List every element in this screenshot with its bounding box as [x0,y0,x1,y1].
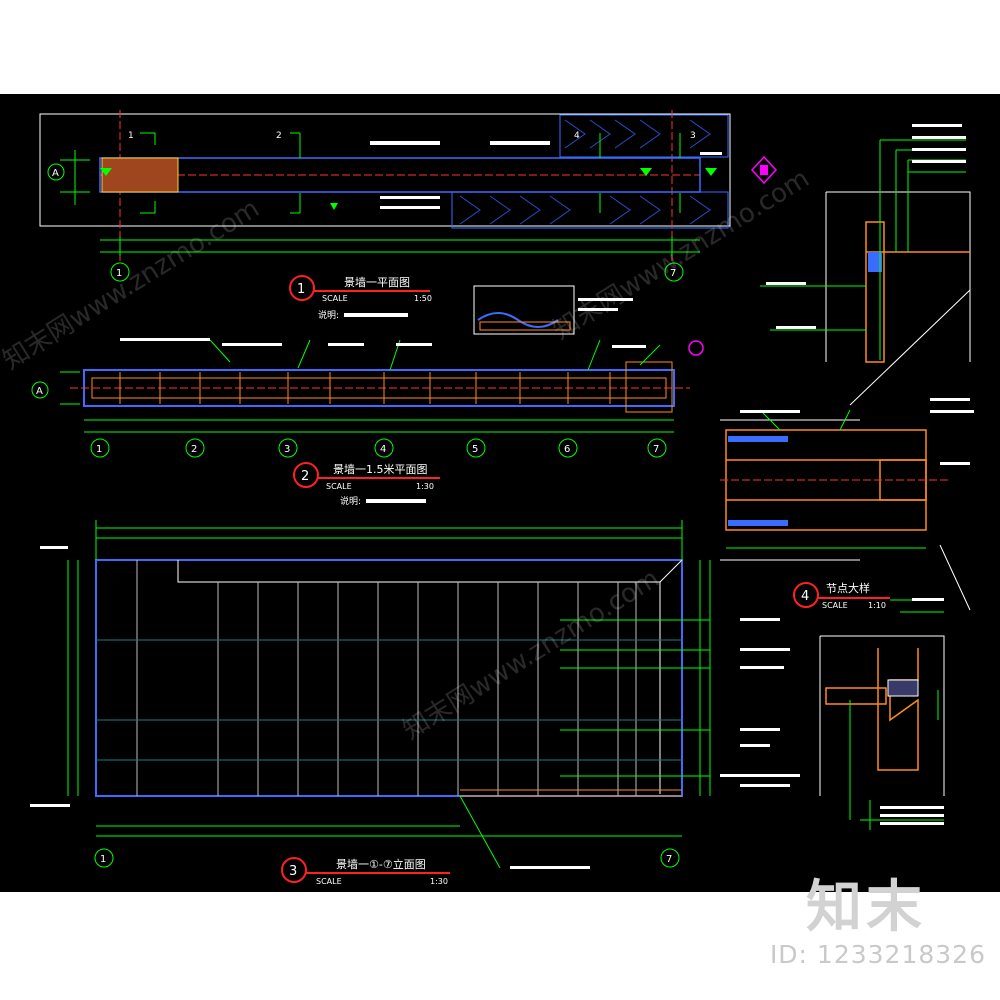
elevation-view-3: 1 7 3 景墙一①-⑦立面图 SCALE 1:30 [30,520,800,886]
watermark-logo: 知末 [806,875,926,940]
plan1-section-mark-1: 1 [128,131,134,141]
drawing-background [0,94,1000,892]
plan-view-1: 1 2 4 3 A 1 7 1 景墙一平面图 SCALE 1:50 说明: [39,110,778,321]
view1-number: 1 [297,282,305,297]
plan2-axis-3: 3 [284,444,290,455]
elev-axis-7: 7 [666,854,672,865]
view3-scale-label: SCALE [316,877,342,886]
view3-scale: 1:30 [430,877,448,886]
view1-title: 景墙一平面图 [344,275,410,289]
plan1-section-mark-2: 2 [276,131,282,141]
plan2-axis-4: 4 [380,444,386,455]
view4-number: 4 [801,589,809,604]
view2-scale: 1:30 [416,482,434,491]
plan1-axis-7: 7 [670,268,676,279]
plan2-axis-2: 2 [191,444,197,455]
view3-title: 景墙一①-⑦立面图 [336,857,426,871]
view1-scale-label: SCALE [322,294,348,303]
view4-scale-label: SCALE [822,601,848,610]
view3-number: 3 [289,864,297,879]
plan2-row-label: A [36,386,43,397]
view2-note-label: 说明: [340,495,361,507]
watermark-id: ID: 1233218326 [769,940,986,969]
plan1-section-mark-3: 3 [690,131,696,141]
view4-scale: 1:10 [868,601,886,610]
plan2-axis-6: 6 [564,444,570,455]
north-arrow-icon [750,155,778,185]
view1-note-label: 说明: [318,309,339,321]
elev-axis-1: 1 [100,854,106,865]
gravel-bed [102,158,178,192]
view2-title: 景墙一1.5米平面图 [333,462,428,476]
view2-scale-label: SCALE [326,482,352,491]
plan1-section-mark-4: 4 [574,131,580,141]
view2-number: 2 [301,469,309,484]
view4-title: 节点大样 [826,581,870,595]
plan2-axis-1: 1 [96,444,102,455]
plan2-axis-5: 5 [472,444,478,455]
plan1-row-label: A [52,168,59,179]
detail-view-4: 4 节点大样 SCALE 1:10 [720,124,974,830]
plan2-axis-7: 7 [653,444,659,455]
plan-view-2: A 1 2 3 4 5 6 7 2 景墙一1.5米平面图 SCALE 1:30 … [31,285,704,507]
plan1-axis-1: 1 [116,268,122,279]
view1-scale: 1:50 [414,294,432,303]
